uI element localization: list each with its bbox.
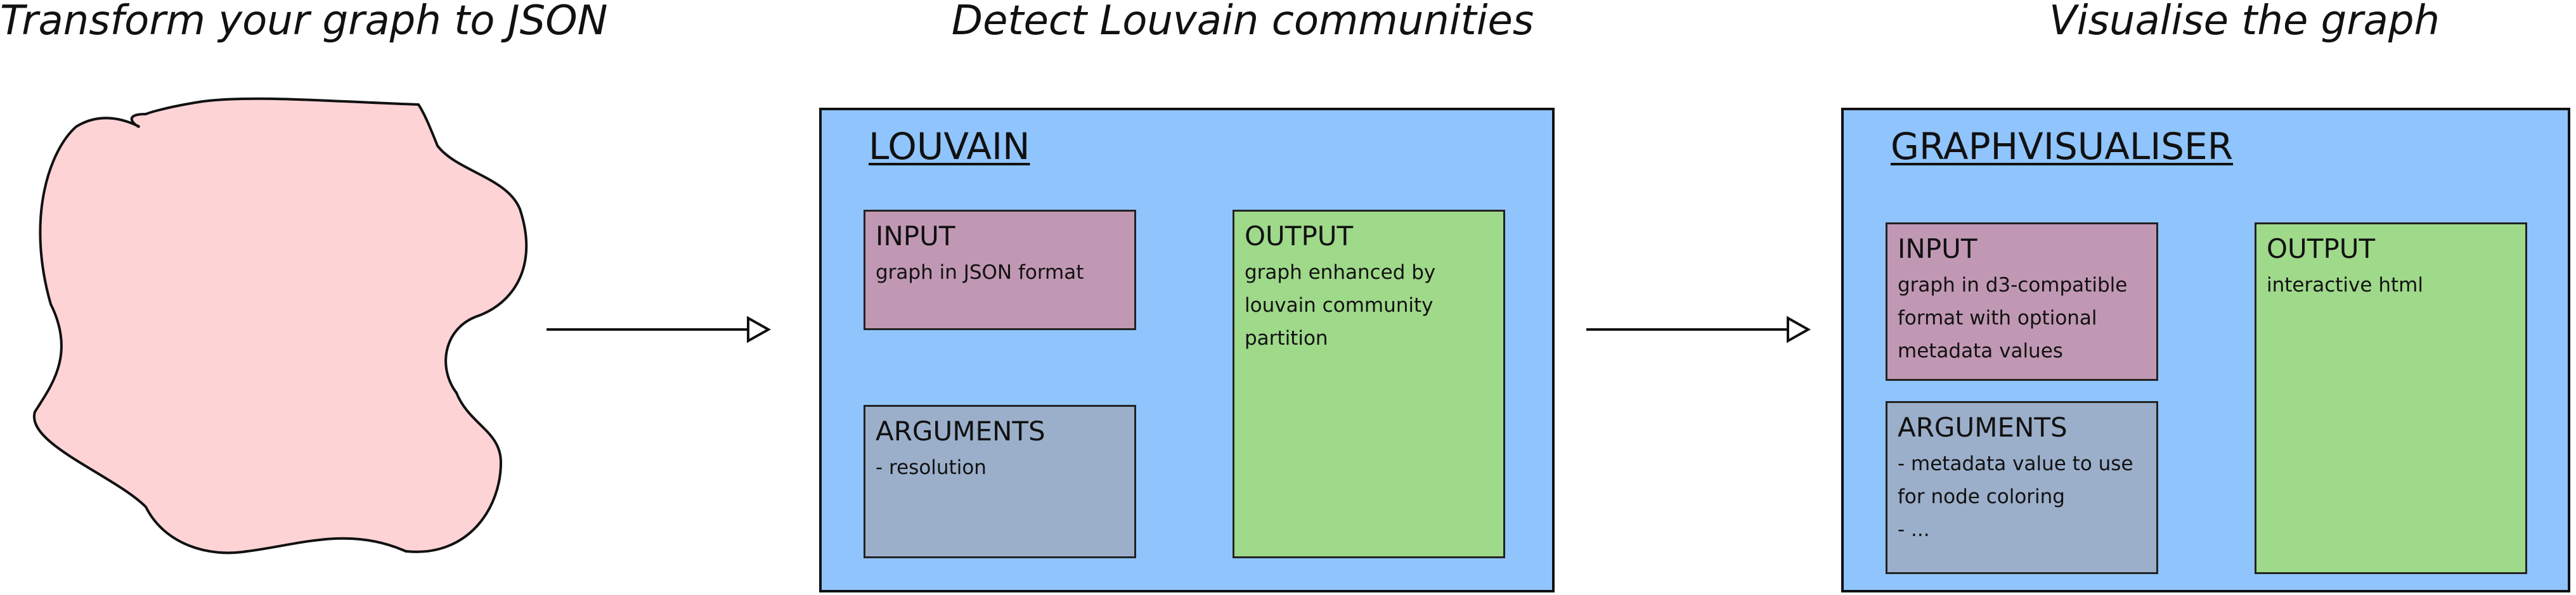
louvain-output-line: louvain community [1245,294,1434,317]
visualise-arguments-line: for node coloring [1898,485,2065,509]
transform-stage-title: Transform your graph to JSON [0,0,608,44]
visualise-arguments-line: - ... [1898,518,1930,542]
louvain-panel-title: LOUVAIN [869,125,1030,168]
visualise-input-line: metadata values [1898,340,2063,363]
visualise-arguments-line: - metadata value to use [1898,452,2133,476]
visualise-input-line: format with optional [1898,307,2097,330]
graph-blob-outline [32,97,528,554]
louvain-arguments-box: ARGUMENTS - resolution [864,405,1136,558]
visualise-input-line: graph in d3-compatible [1898,274,2128,297]
graph-blob-shape [32,97,528,554]
graphvisualiser-panel-title: GRAPHVISUALISER [1891,125,2234,168]
visualise-output-line: interactive html [2267,274,2423,297]
louvain-output-line: partition [1245,327,1328,350]
louvain-input-line: graph in JSON format [876,261,1084,285]
louvain-arguments-title: ARGUMENTS [876,416,1045,447]
visualise-arguments-box: ARGUMENTS - metadata value to use for no… [1886,401,2158,574]
louvain-input-title: INPUT [876,221,955,252]
visualise-stage-title: Visualise the graph [2049,0,2440,44]
visualise-input-title: INPUT [1898,233,1977,264]
visualise-arguments-title: ARGUMENTS [1898,412,2068,443]
louvain-output-box: OUTPUT graph enhanced by louvain communi… [1233,210,1505,558]
right-arrow-icon [1586,316,1811,343]
louvain-arguments-line: - resolution [876,456,987,480]
louvain-panel: LOUVAIN INPUT graph in JSON format ARGUM… [819,108,1555,592]
visualise-output-box: OUTPUT interactive html [2255,222,2527,574]
visualise-output-title: OUTPUT [2267,233,2376,264]
louvain-input-box: INPUT graph in JSON format [864,210,1136,330]
graphvisualiser-panel: GRAPHVISUALISER INPUT graph in d3-compat… [1841,108,2570,592]
visualise-input-box: INPUT graph in d3-compatible format with… [1886,222,2158,381]
right-arrow-icon [547,316,772,343]
louvain-output-title: OUTPUT [1245,221,1354,252]
louvain-stage-title: Detect Louvain communities [951,0,1534,44]
louvain-output-line: graph enhanced by [1245,261,1436,285]
